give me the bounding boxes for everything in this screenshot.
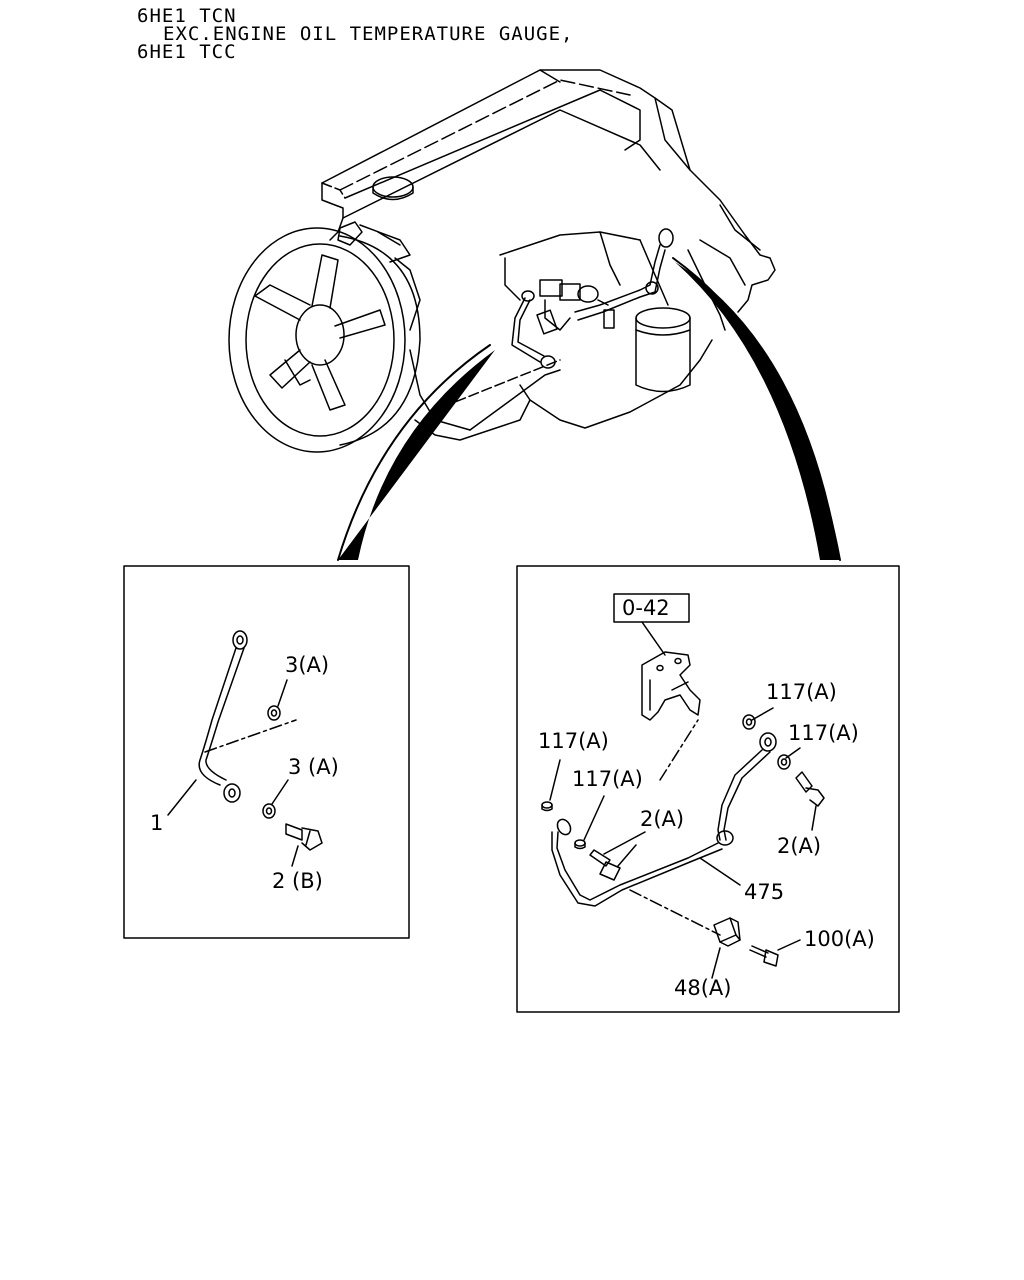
callout-2b: 2 (B) [272, 869, 323, 893]
callout-2a-center: 2(A) [640, 807, 684, 831]
small-bolt [749, 945, 779, 967]
left-pipe-assembly [198, 630, 248, 803]
callout-100a: 100(A) [804, 927, 875, 951]
left-washer-small-1 [541, 801, 553, 812]
left-detail-panel [123, 565, 410, 939]
left-washer-small-2 [574, 839, 586, 850]
mounting-bracket [641, 651, 701, 721]
right-washer-mid [777, 754, 791, 770]
left-washer-upper [267, 705, 281, 721]
header-line-2: EXC.ENGINE OIL TEMPERATURE GAUGE, [163, 23, 574, 45]
right-washer-top [742, 714, 756, 730]
left-washer-lower [262, 803, 276, 819]
clip [713, 917, 741, 947]
header-line-1: 6HE1 TCN [137, 5, 237, 27]
ref-box [613, 593, 690, 623]
callout-117a-left-top: 117(A) [538, 729, 609, 753]
callout-48a: 48(A) [674, 976, 731, 1000]
left-bolt [285, 823, 323, 851]
right-pipe-assembly [551, 732, 777, 907]
right-bolt [795, 771, 825, 807]
header-line-3: 6HE1 TCC [137, 41, 237, 63]
callout-475: 475 [744, 880, 784, 904]
center-bolt [589, 849, 621, 881]
callout-117a-right-mid: 117(A) [788, 721, 859, 745]
callout-117a-left-mid: 117(A) [572, 767, 643, 791]
callout-2a-right: 2(A) [777, 834, 821, 858]
callout-3a-upper: 3(A) [285, 653, 329, 677]
engine-illustration [228, 69, 841, 561]
callout-117a-right-top: 117(A) [766, 680, 837, 704]
callout-3a-lower: 3 (A) [288, 755, 339, 779]
right-detail-panel [516, 565, 900, 1013]
ref-box-label: 0-42 [622, 596, 670, 620]
callout-1: 1 [150, 811, 163, 835]
